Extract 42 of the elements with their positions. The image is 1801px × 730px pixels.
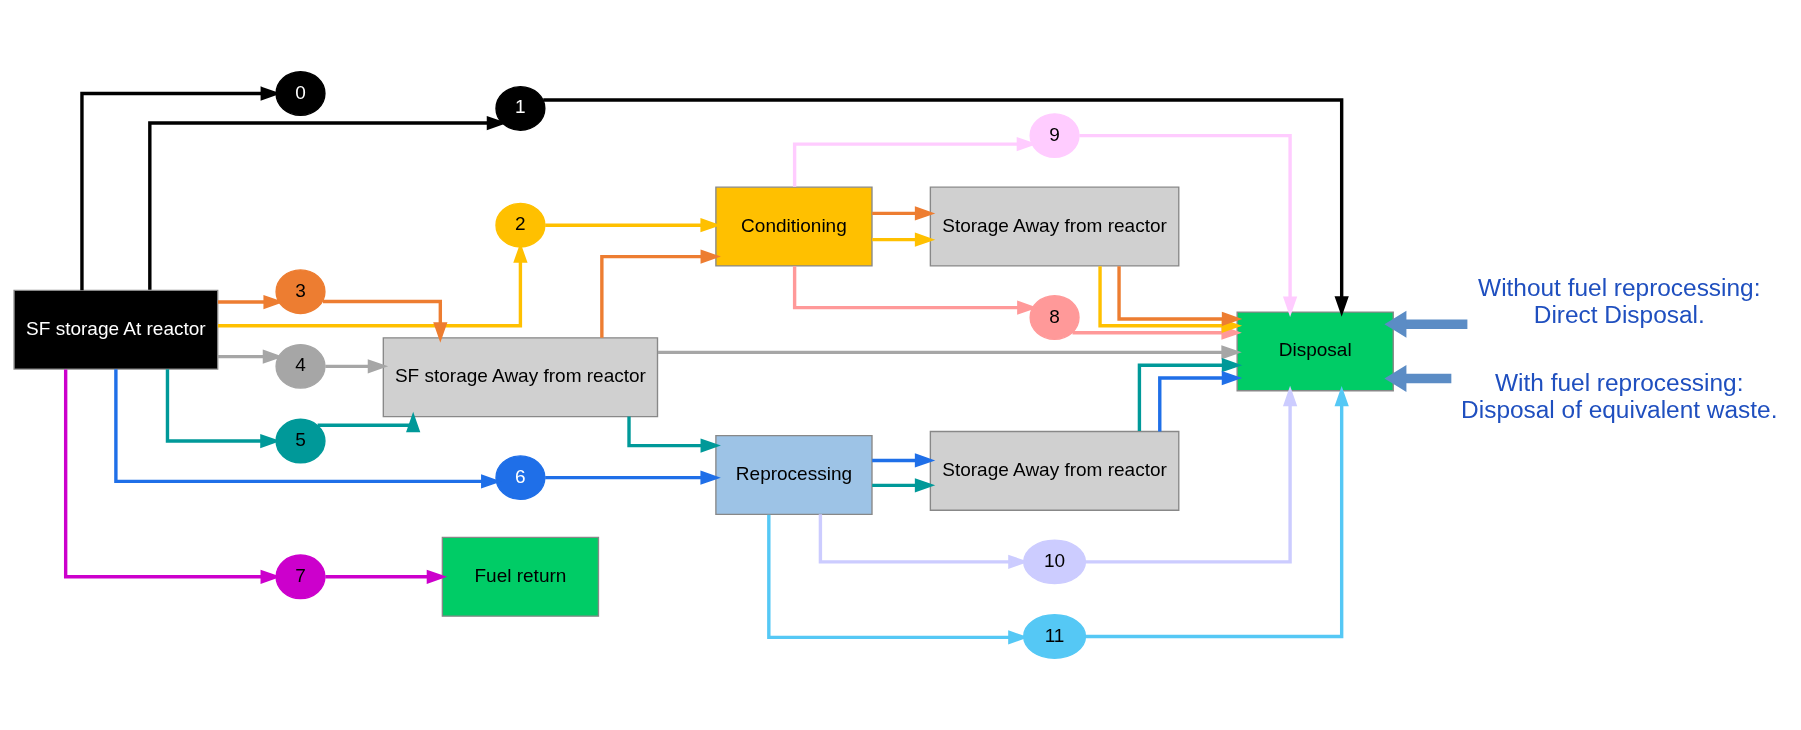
node-box: SF storage At reactor	[13, 289, 219, 370]
arrow	[872, 478, 936, 493]
node-ellipse: 2	[495, 202, 546, 248]
arrow	[1384, 365, 1452, 393]
arrow	[1137, 358, 1243, 431]
node-text: Without fuel reprocessing: Direct Disposal.	[1478, 274, 1761, 329]
node-ellipse: 7	[275, 554, 326, 600]
arrow	[1117, 266, 1243, 327]
node-box: Fuel return	[441, 536, 600, 617]
arrow	[872, 206, 936, 221]
node-ellipse: 11	[1023, 614, 1087, 659]
arrow	[545, 470, 721, 485]
node-ellipse: 10	[1023, 539, 1087, 585]
arrow	[872, 453, 936, 468]
node-text: With fuel reprocessing: Disposal of equivalent waste.	[1461, 369, 1778, 424]
arrow	[1085, 385, 1349, 639]
node-ellipse: 0	[275, 71, 326, 116]
arrow	[325, 569, 448, 584]
node-box: Storage Away from reactor	[929, 186, 1180, 267]
node-box: Storage Away from reactor	[929, 430, 1180, 511]
node-ellipse: 1	[495, 86, 546, 131]
arrow	[1158, 370, 1243, 432]
node-ellipse: 5	[275, 418, 326, 464]
arrow	[322, 299, 448, 343]
arrow	[1384, 310, 1468, 338]
arrow	[872, 232, 936, 247]
arrow	[1085, 385, 1298, 564]
node-box: Reprocessing	[715, 434, 873, 515]
arrow	[657, 345, 1242, 360]
node-ellipse: 9	[1029, 113, 1080, 159]
arrow	[325, 359, 389, 374]
node-ellipse: 6	[495, 455, 546, 501]
node-box: Conditioning	[715, 186, 873, 267]
arrow	[543, 98, 1349, 317]
node-box: Disposal	[1236, 311, 1394, 392]
node-box: SF storage Away from reactor	[382, 337, 659, 418]
node-ellipse: 8	[1029, 295, 1080, 340]
node-ellipse: 4	[275, 343, 326, 389]
arrow	[1079, 133, 1298, 317]
arrow	[317, 411, 421, 433]
node-ellipse: 3	[275, 269, 326, 315]
arrow	[600, 249, 721, 338]
